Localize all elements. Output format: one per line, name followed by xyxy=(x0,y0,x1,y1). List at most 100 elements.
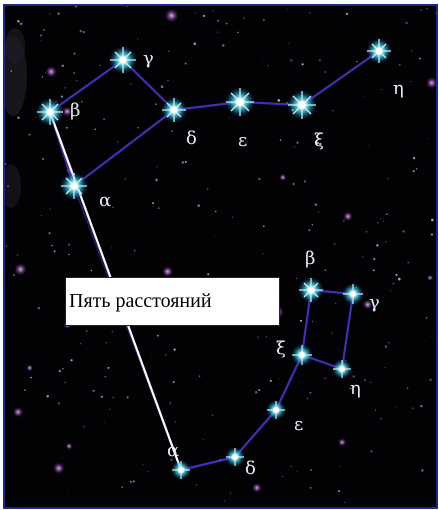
background-star xyxy=(431,233,433,235)
background-star xyxy=(152,202,154,204)
background-star xyxy=(57,12,59,14)
background-star xyxy=(429,379,431,381)
background-star xyxy=(91,270,92,271)
background-star xyxy=(95,129,97,131)
background-star xyxy=(324,269,326,271)
background-star xyxy=(407,388,409,390)
label-delta-little: δ xyxy=(245,458,256,479)
background-star xyxy=(83,31,85,33)
background-star xyxy=(74,53,76,55)
background-star xyxy=(287,9,288,10)
star-map-frame: β γ α δ ε ξ η β γ ξ η ε δ α Пять расстоя… xyxy=(3,4,438,509)
background-star xyxy=(112,207,114,209)
background-star xyxy=(258,178,260,180)
star-beta-big xyxy=(36,98,64,126)
background-star xyxy=(312,224,313,225)
background-star xyxy=(42,76,43,77)
background-star xyxy=(390,290,391,291)
background-star xyxy=(48,232,50,234)
background-star xyxy=(411,50,412,51)
label-gamma-big: γ xyxy=(143,48,154,69)
background-star xyxy=(13,274,15,276)
background-star xyxy=(232,217,233,218)
background-star xyxy=(194,43,197,46)
background-star xyxy=(407,262,409,264)
background-star xyxy=(71,359,73,361)
background-star xyxy=(427,8,428,9)
background-star xyxy=(65,87,66,88)
background-star xyxy=(229,118,230,119)
background-star xyxy=(431,336,432,337)
background-star xyxy=(385,367,386,368)
background-star xyxy=(101,396,103,398)
background-star xyxy=(212,415,213,416)
background-star xyxy=(68,254,69,255)
background-star xyxy=(30,377,32,379)
background-star xyxy=(86,330,87,331)
background-star xyxy=(381,218,382,219)
star-eta-big xyxy=(366,38,392,64)
background-star xyxy=(93,390,95,392)
background-star xyxy=(293,183,295,185)
background-star xyxy=(35,117,36,118)
background-star xyxy=(312,321,313,322)
background-glow-star xyxy=(426,77,436,89)
background-star xyxy=(373,258,375,260)
star-delta-little xyxy=(225,447,245,467)
background-star xyxy=(80,30,83,32)
background-star xyxy=(117,141,118,142)
background-star xyxy=(364,379,366,381)
background-star xyxy=(334,243,336,245)
background-star xyxy=(280,139,281,140)
background-star xyxy=(168,50,170,52)
label-alpha-big: α xyxy=(99,190,111,211)
background-star xyxy=(309,392,311,394)
background-star xyxy=(237,32,239,34)
background-star xyxy=(126,6,128,7)
label-eta-little: η xyxy=(350,378,361,399)
background-star xyxy=(199,376,200,377)
background-star xyxy=(62,368,64,370)
background-star xyxy=(308,229,310,231)
background-star xyxy=(302,63,304,65)
background-star xyxy=(222,44,224,46)
background-star xyxy=(383,221,384,222)
background-star xyxy=(421,469,423,471)
label-xi-big: ξ xyxy=(314,130,324,151)
label-beta-big: β xyxy=(70,100,80,121)
background-star xyxy=(20,23,23,26)
background-star xyxy=(165,354,167,356)
background-star xyxy=(54,250,56,252)
background-star xyxy=(195,13,196,14)
background-star xyxy=(215,235,216,236)
background-star xyxy=(339,466,340,467)
background-star xyxy=(40,40,41,41)
background-glow-star xyxy=(427,275,433,281)
background-glow-star xyxy=(45,66,57,78)
background-star xyxy=(66,127,68,129)
background-glow-star xyxy=(338,438,346,446)
star-alpha-little xyxy=(171,460,191,480)
background-star xyxy=(388,342,389,343)
background-star xyxy=(258,389,260,391)
background-star xyxy=(217,20,219,22)
background-star xyxy=(113,397,114,398)
background-star xyxy=(413,157,415,159)
background-star xyxy=(426,317,427,318)
background-star xyxy=(151,354,152,355)
background-star xyxy=(230,493,231,494)
star-epsilon-little xyxy=(266,400,286,420)
background-star xyxy=(296,471,297,472)
background-star xyxy=(49,13,50,14)
background-star xyxy=(133,480,135,482)
background-star xyxy=(364,96,365,97)
background-star xyxy=(356,61,357,62)
background-star xyxy=(289,43,290,44)
background-star xyxy=(268,65,269,66)
background-star xyxy=(243,17,244,18)
background-star xyxy=(50,208,51,209)
background-star xyxy=(420,405,422,407)
background-star xyxy=(142,464,143,465)
caption-box: Пять расстояний xyxy=(65,277,280,326)
background-star xyxy=(335,303,336,304)
